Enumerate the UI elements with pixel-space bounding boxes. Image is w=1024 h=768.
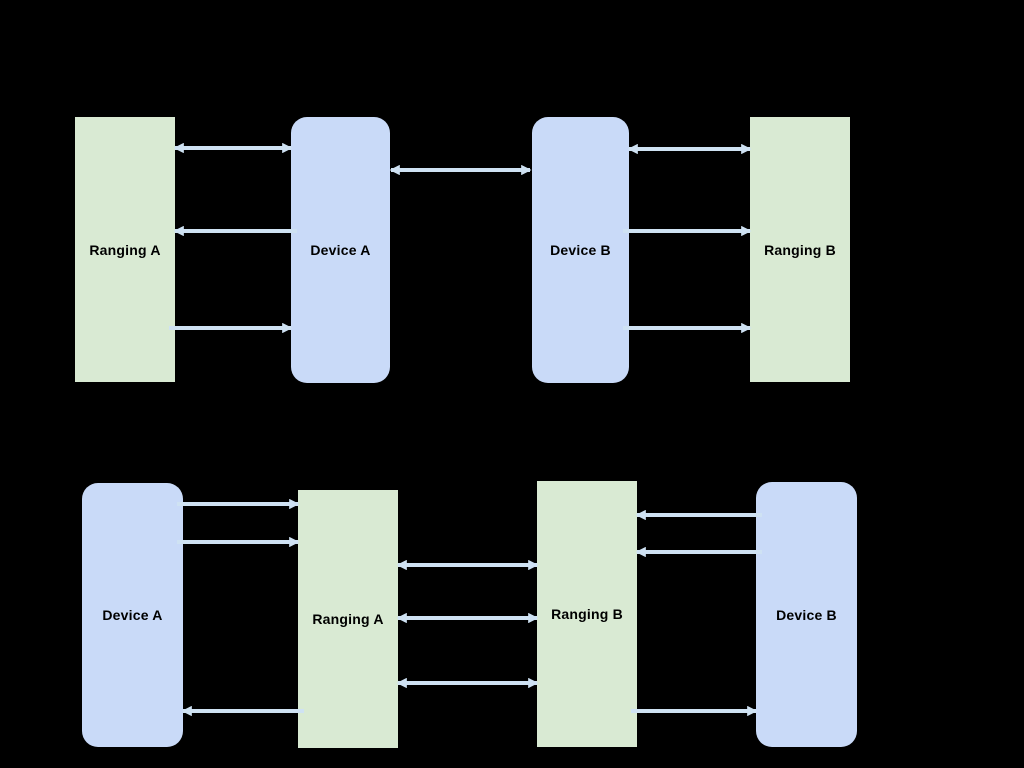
box-label-ranging-b: Ranging B [764, 241, 836, 258]
bottom-box-ranging-a: Ranging A [298, 490, 398, 748]
box-label-device-a: Device A [102, 607, 163, 623]
bottom-box-device-b: Device B [756, 482, 857, 747]
bottom-box-ranging-b: Ranging B [537, 481, 637, 747]
top-box-device-b: Device B [532, 117, 629, 383]
top-box-ranging-b: Ranging B [750, 117, 850, 382]
box-label-ranging-a: Ranging A [89, 241, 161, 258]
box-label-device-b: Device B [776, 606, 837, 623]
box-label-ranging-a: Ranging A [312, 611, 384, 627]
top-box-ranging-a: Ranging A [75, 117, 175, 382]
bottom-box-device-a: Device A [82, 483, 183, 747]
top-box-device-a: Device A [291, 117, 390, 383]
box-label-device-b: Device B [550, 242, 611, 258]
box-label-device-a: Device A [310, 242, 371, 258]
box-label-ranging-b: Ranging B [551, 606, 623, 622]
